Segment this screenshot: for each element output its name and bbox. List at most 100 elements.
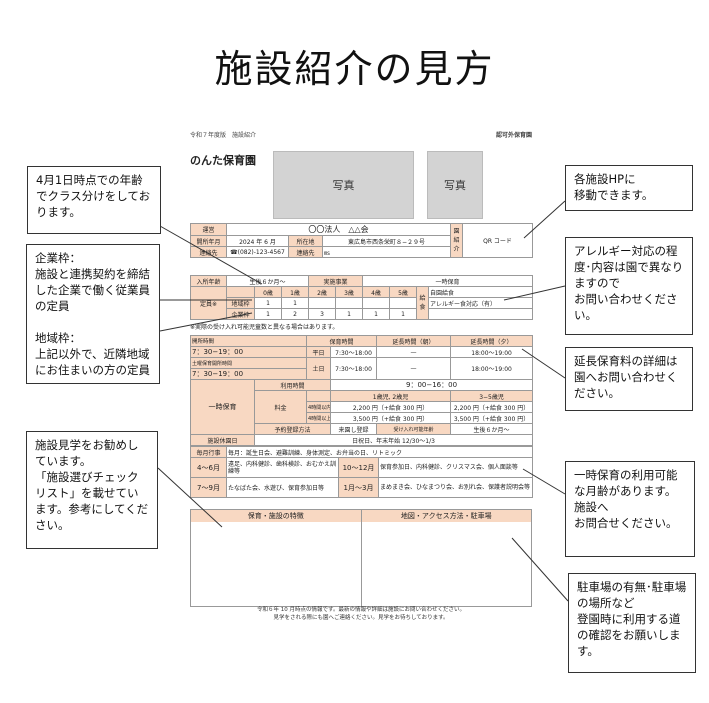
- weekday-morning: —: [376, 346, 452, 358]
- callout-allergy: アレルギー対応の程度･内容は園で異なりますので お問い合わせください。: [565, 237, 693, 335]
- use-time-label: 利用時間: [253, 379, 332, 391]
- capacity-label: 定員※: [190, 286, 227, 320]
- fee-col-b: 3−5歳児: [450, 390, 534, 402]
- quota-local-5: [389, 297, 418, 309]
- sheet-header-right: 認可外保育園: [495, 132, 532, 139]
- age-col-1: 1歳: [280, 286, 310, 298]
- quota-local-4: [362, 297, 391, 309]
- fee-row-1-label: 4時間以内: [306, 401, 332, 413]
- info-block: 運営 〇〇法人 △△会 園紹介 QR コード 開所年月 2024 年 6 月 所…: [190, 223, 534, 258]
- qr-code[interactable]: QR コード: [462, 223, 534, 258]
- quota-local-2: [308, 297, 337, 309]
- photo-main: 写真: [273, 151, 414, 219]
- events-period-4-text: まめまき会、ひなまつり会、お別れ会、保護者説明会等: [377, 477, 534, 498]
- access-label: 地図・アクセス方法・駐車場: [361, 510, 531, 522]
- quota-company-3: 1: [335, 308, 364, 320]
- hours-block: 開所時間 保育時間 延長時間（朝） 延長時間（夕） 7：30−19：00 平日 …: [189, 335, 534, 446]
- callout-visit: 施設見学をお勧めしています。 「施設選びチェックリスト」を載せています。参考にし…: [26, 431, 158, 549]
- quota-company-5: 1: [389, 308, 418, 320]
- temp-care-label: 一時保育: [190, 379, 255, 435]
- events-period-3-text: たなばた会、水遊び、保育参加日等: [226, 477, 339, 498]
- meal-value-1: 自園給食: [428, 286, 534, 298]
- hours-col-evening: 延長時間（夕）: [450, 335, 534, 347]
- opened-value: 2024 年 6 月: [226, 235, 289, 247]
- address-value: 東広島市西条栄町８−２９号: [321, 235, 452, 247]
- open-time-label: 開所時間: [189, 335, 308, 347]
- service-value: 一時保育: [362, 275, 534, 287]
- events-block: 毎月行事 毎月：誕生日会、避難訓練、身体測定、お弁当の日、リトミック 4〜6月 …: [190, 446, 534, 498]
- quota-local-label: 地域枠: [226, 297, 255, 309]
- meal-value-2: アレルギー食対応（有）: [428, 297, 534, 309]
- fax-value: ㎳: [321, 246, 452, 258]
- fee-row-2-a: 3,500 円（+給食 300 円）: [330, 412, 452, 424]
- quota-company-0: 1: [254, 308, 282, 320]
- callout-quota: 企業枠： 施設と連携契約を締結した企業で働く従業員の定員 地域枠： 上記以外で、…: [26, 244, 160, 384]
- sheet-header-left: 令和７年度版 施設紹介: [190, 132, 257, 139]
- hours-col-morning: 延長時間（朝）: [376, 335, 452, 347]
- quota-company-4: 1: [362, 308, 391, 320]
- address-label: 所在地: [288, 235, 323, 247]
- weekday-evening: 18:00〜19:00: [450, 346, 534, 358]
- quota-company-1: 2: [280, 308, 310, 320]
- fee-col-a: 1歳児, 2歳児: [330, 390, 452, 402]
- sheet-footer-1: 令和６年 10 月時点の情報です。最新の情報や詳細は施設にお問い合わせください。: [257, 607, 465, 613]
- events-period-1-text: 遠足、内科健診、歯科検診、おむかえ訓練等: [226, 457, 339, 478]
- age-col-3: 3歳: [335, 286, 364, 298]
- nursery-name: のんた保育園: [190, 154, 256, 167]
- sat-morning: —: [376, 357, 452, 380]
- events-period-2-text: 保育参加日、内科健診、クリスマス会、個人面談等: [377, 457, 534, 478]
- fee-row-2-b: 3,500 円（+給食 300 円）: [450, 412, 534, 424]
- events-period-2: 10〜12月: [338, 457, 379, 478]
- quota-local-0: 1: [254, 297, 282, 309]
- quota-company-2: 3: [308, 308, 337, 320]
- reserve-value: 来園し登録: [330, 423, 378, 435]
- fee-label: 料金: [253, 390, 308, 424]
- contact-label: 連絡先: [190, 246, 227, 258]
- age-col-2: 2歳: [308, 286, 337, 298]
- quota-company-label: 企業枠: [226, 308, 255, 320]
- fax-label: 連絡先: [288, 246, 323, 258]
- features-block: 保育・施設の特徴 地図・アクセス方法・駐車場: [190, 509, 532, 607]
- age-value: 生後６か月〜: [225, 275, 310, 287]
- sat-label: 土日: [306, 357, 332, 380]
- quota-local-3: [335, 297, 364, 309]
- events-monthly-label: 毎月行事: [190, 446, 227, 458]
- callout-class-age: 4月1日時点での年齢でクラス分けをしております。: [27, 166, 161, 234]
- events-period-3: 7〜9月: [190, 477, 227, 498]
- accept-age-value: 生後６か月〜: [450, 423, 534, 435]
- events-period-4: 1月〜3月: [338, 477, 379, 498]
- events-monthly-value: 毎月：誕生日会、避難訓練、身体測定、お弁当の日、リトミック: [225, 446, 534, 458]
- open-time-value-2: 7：30−19：00: [189, 368, 308, 380]
- quota-local-1: 1: [280, 297, 310, 309]
- sat-open-label: 土曜保育開所時間: [189, 357, 308, 369]
- open-time-value-1: 7：30−19：00: [189, 346, 308, 358]
- weekday-label: 平日: [306, 346, 332, 358]
- callout-homepage: 各施設HPに 移動できます。: [565, 165, 693, 211]
- holiday-label: 施設休園日: [190, 434, 255, 446]
- meal-label: 給食: [416, 286, 430, 320]
- hours-col-care: 保育時間: [306, 335, 378, 347]
- sheet-footer-2: 見学をされる際にも園へご連絡ください。見学をお待ちしております。: [273, 615, 449, 621]
- age-label: 入所年齢: [190, 275, 227, 287]
- events-period-1: 4〜6月: [190, 457, 227, 478]
- phone-value: ☎(082)-123-4567: [226, 246, 289, 258]
- age-col-5: 5歳: [389, 286, 418, 298]
- operator-label: 運営: [190, 223, 227, 236]
- fee-row-2-label: 4時間以上: [306, 412, 332, 424]
- web-label: 園紹介: [450, 223, 464, 258]
- reserve-label: 予約登録方法: [253, 423, 332, 435]
- holiday-value: 日祝日、年末年始 12/30〜1/3: [253, 434, 534, 446]
- age-col-0: 0歳: [254, 286, 282, 298]
- capacity-note: ※実際の受け入れ可能児童数と異なる場合はあります。: [190, 324, 339, 331]
- features-label: 保育・施設の特徴: [191, 510, 362, 522]
- accept-age-label: 受け入れ可能年齢: [376, 423, 452, 435]
- callout-extended-fee: 延長保育料の詳細は園へお問い合わせください。: [565, 347, 693, 411]
- page-title: 施設紹介の見方: [214, 47, 495, 91]
- callout-temp-care: 一時保育の利用可能な月齢があります。施設へ お問合せください。: [565, 461, 695, 557]
- enrollment-block: 入所年齢 生後６か月〜 実施事業 一時保育 定員※ 0歳 1歳 2歳 3歳 4歳…: [190, 275, 534, 331]
- use-time-value: 9：00−16：00: [330, 379, 534, 391]
- fee-row-1-a: 2,200 円（+給食 300 円）: [330, 401, 452, 413]
- opened-label: 開所年月: [190, 235, 227, 247]
- photo-sub: 写真: [427, 151, 483, 219]
- age-col-4: 4歳: [362, 286, 391, 298]
